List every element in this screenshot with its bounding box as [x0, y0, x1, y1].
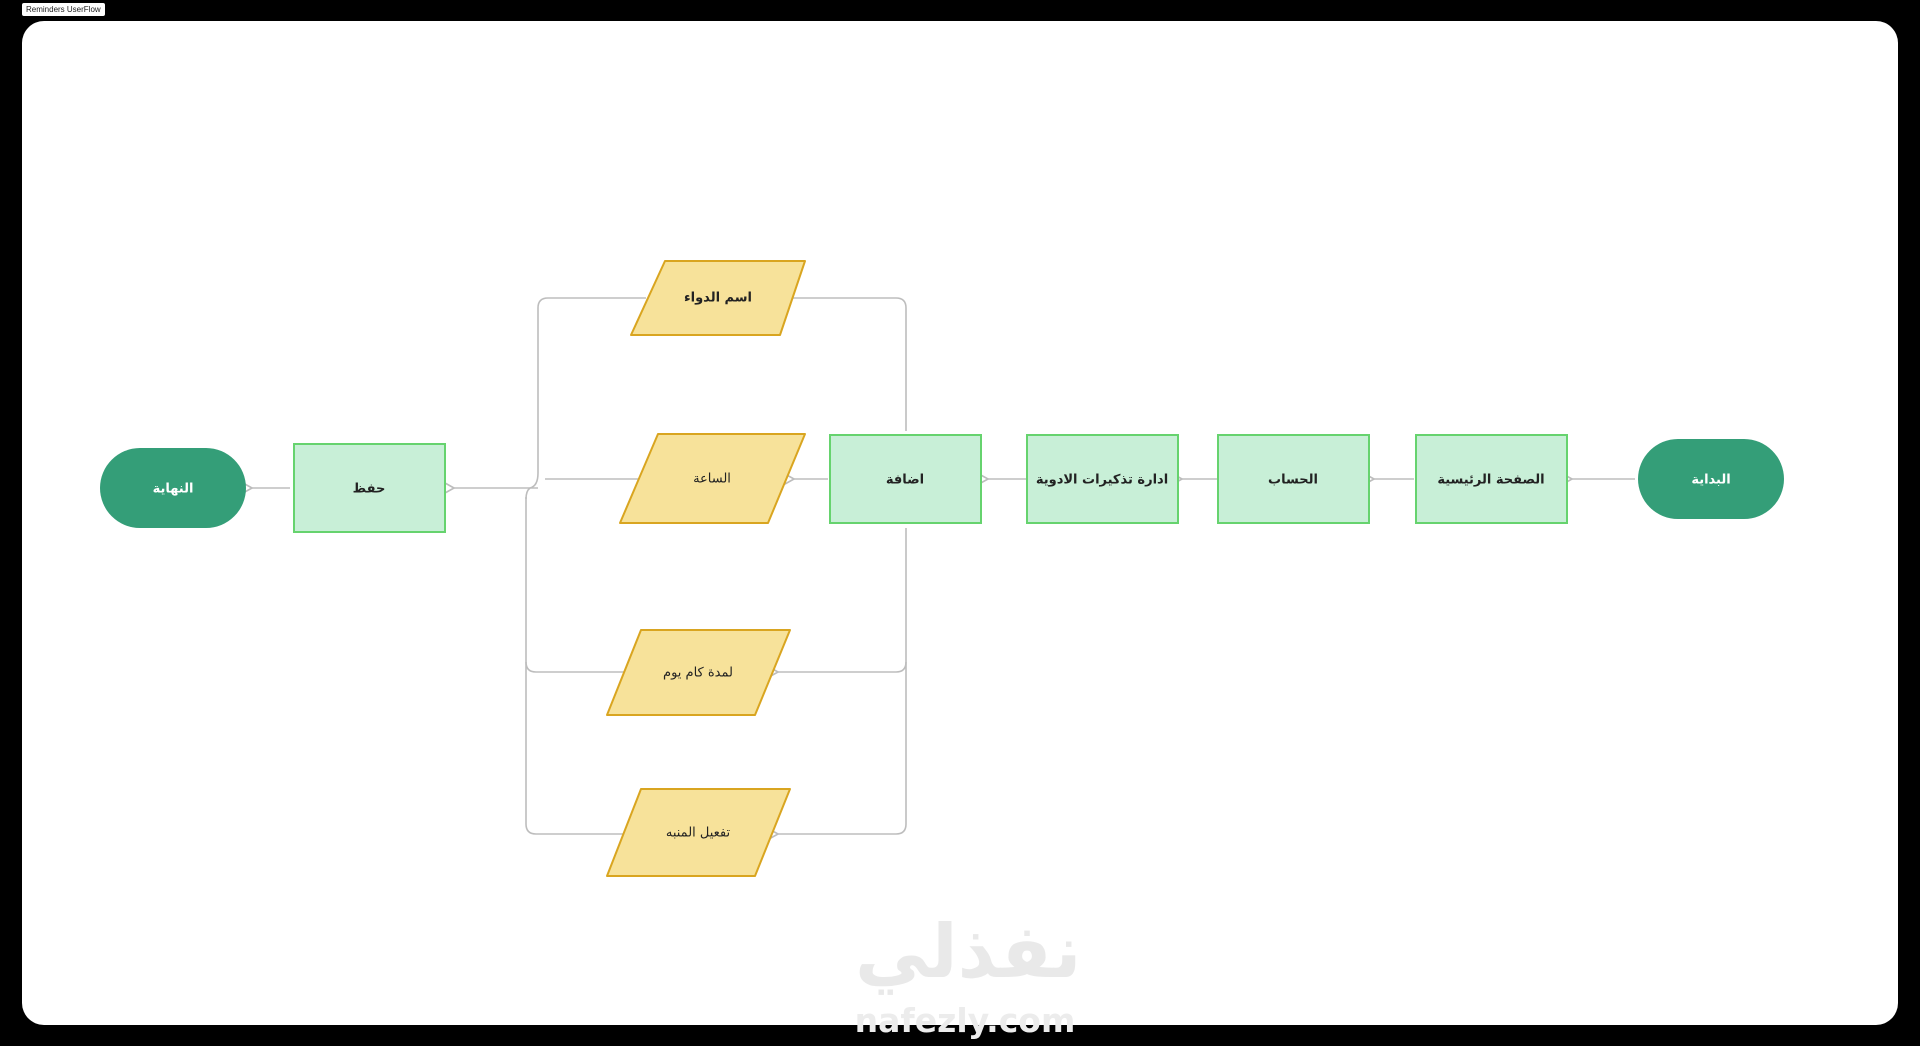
edge-alarm-merge: [525, 662, 624, 835]
diagram-canvas: البداية النهاية الصفحة الرئيسية الحساب ا…: [22, 21, 1898, 1025]
flowchart: البداية النهاية الصفحة الرئيسية الحساب ا…: [100, 260, 1784, 877]
save-label: حفظ: [353, 482, 386, 497]
edge-fullday-merge: [525, 497, 624, 673]
time-io: الساعة: [619, 433, 806, 524]
full-day-label: لمدة كام يوم: [663, 666, 733, 681]
edge-merge-curve: [525, 472, 539, 500]
edge-add-drugname: [782, 292, 907, 431]
start-terminal: البداية: [1638, 439, 1784, 519]
add-label: اضافة: [886, 473, 924, 488]
watermark-arabic: نفذلي: [855, 909, 1082, 995]
watermark-url: nafezly.com: [854, 1001, 1076, 1040]
end-terminal: النهاية: [100, 448, 246, 528]
drug-name-io: اسم الدواء: [630, 260, 806, 336]
edge-add-fullday: [768, 528, 907, 678]
manage-reminders-label: ادارة تذكيرات الادوية: [1036, 473, 1168, 488]
home-label: الصفحة الرئيسية: [1437, 473, 1544, 488]
save-box: حفظ: [293, 443, 446, 533]
frame-label: Reminders UserFlow: [22, 3, 105, 16]
time-label: الساعة: [693, 472, 731, 487]
account-box: الحساب: [1217, 434, 1370, 524]
edge-add-alarm: [768, 662, 907, 840]
end-label: النهاية: [153, 482, 194, 497]
edge-drugname-merge: [537, 297, 646, 473]
add-box: اضافة: [829, 434, 982, 524]
full-day-io: لمدة كام يوم: [606, 629, 791, 716]
connectors: [242, 292, 1635, 840]
enable-alarm-io: تفعيل المنبه: [606, 788, 791, 877]
enable-alarm-label: تفعيل المنبه: [666, 826, 731, 841]
home-box: الصفحة الرئيسية: [1415, 434, 1568, 524]
start-label: البداية: [1691, 473, 1730, 488]
drug-name-label: اسم الدواء: [684, 291, 752, 306]
account-label: الحساب: [1268, 473, 1318, 488]
manage-reminders-box: ادارة تذكيرات الادوية: [1026, 434, 1179, 524]
